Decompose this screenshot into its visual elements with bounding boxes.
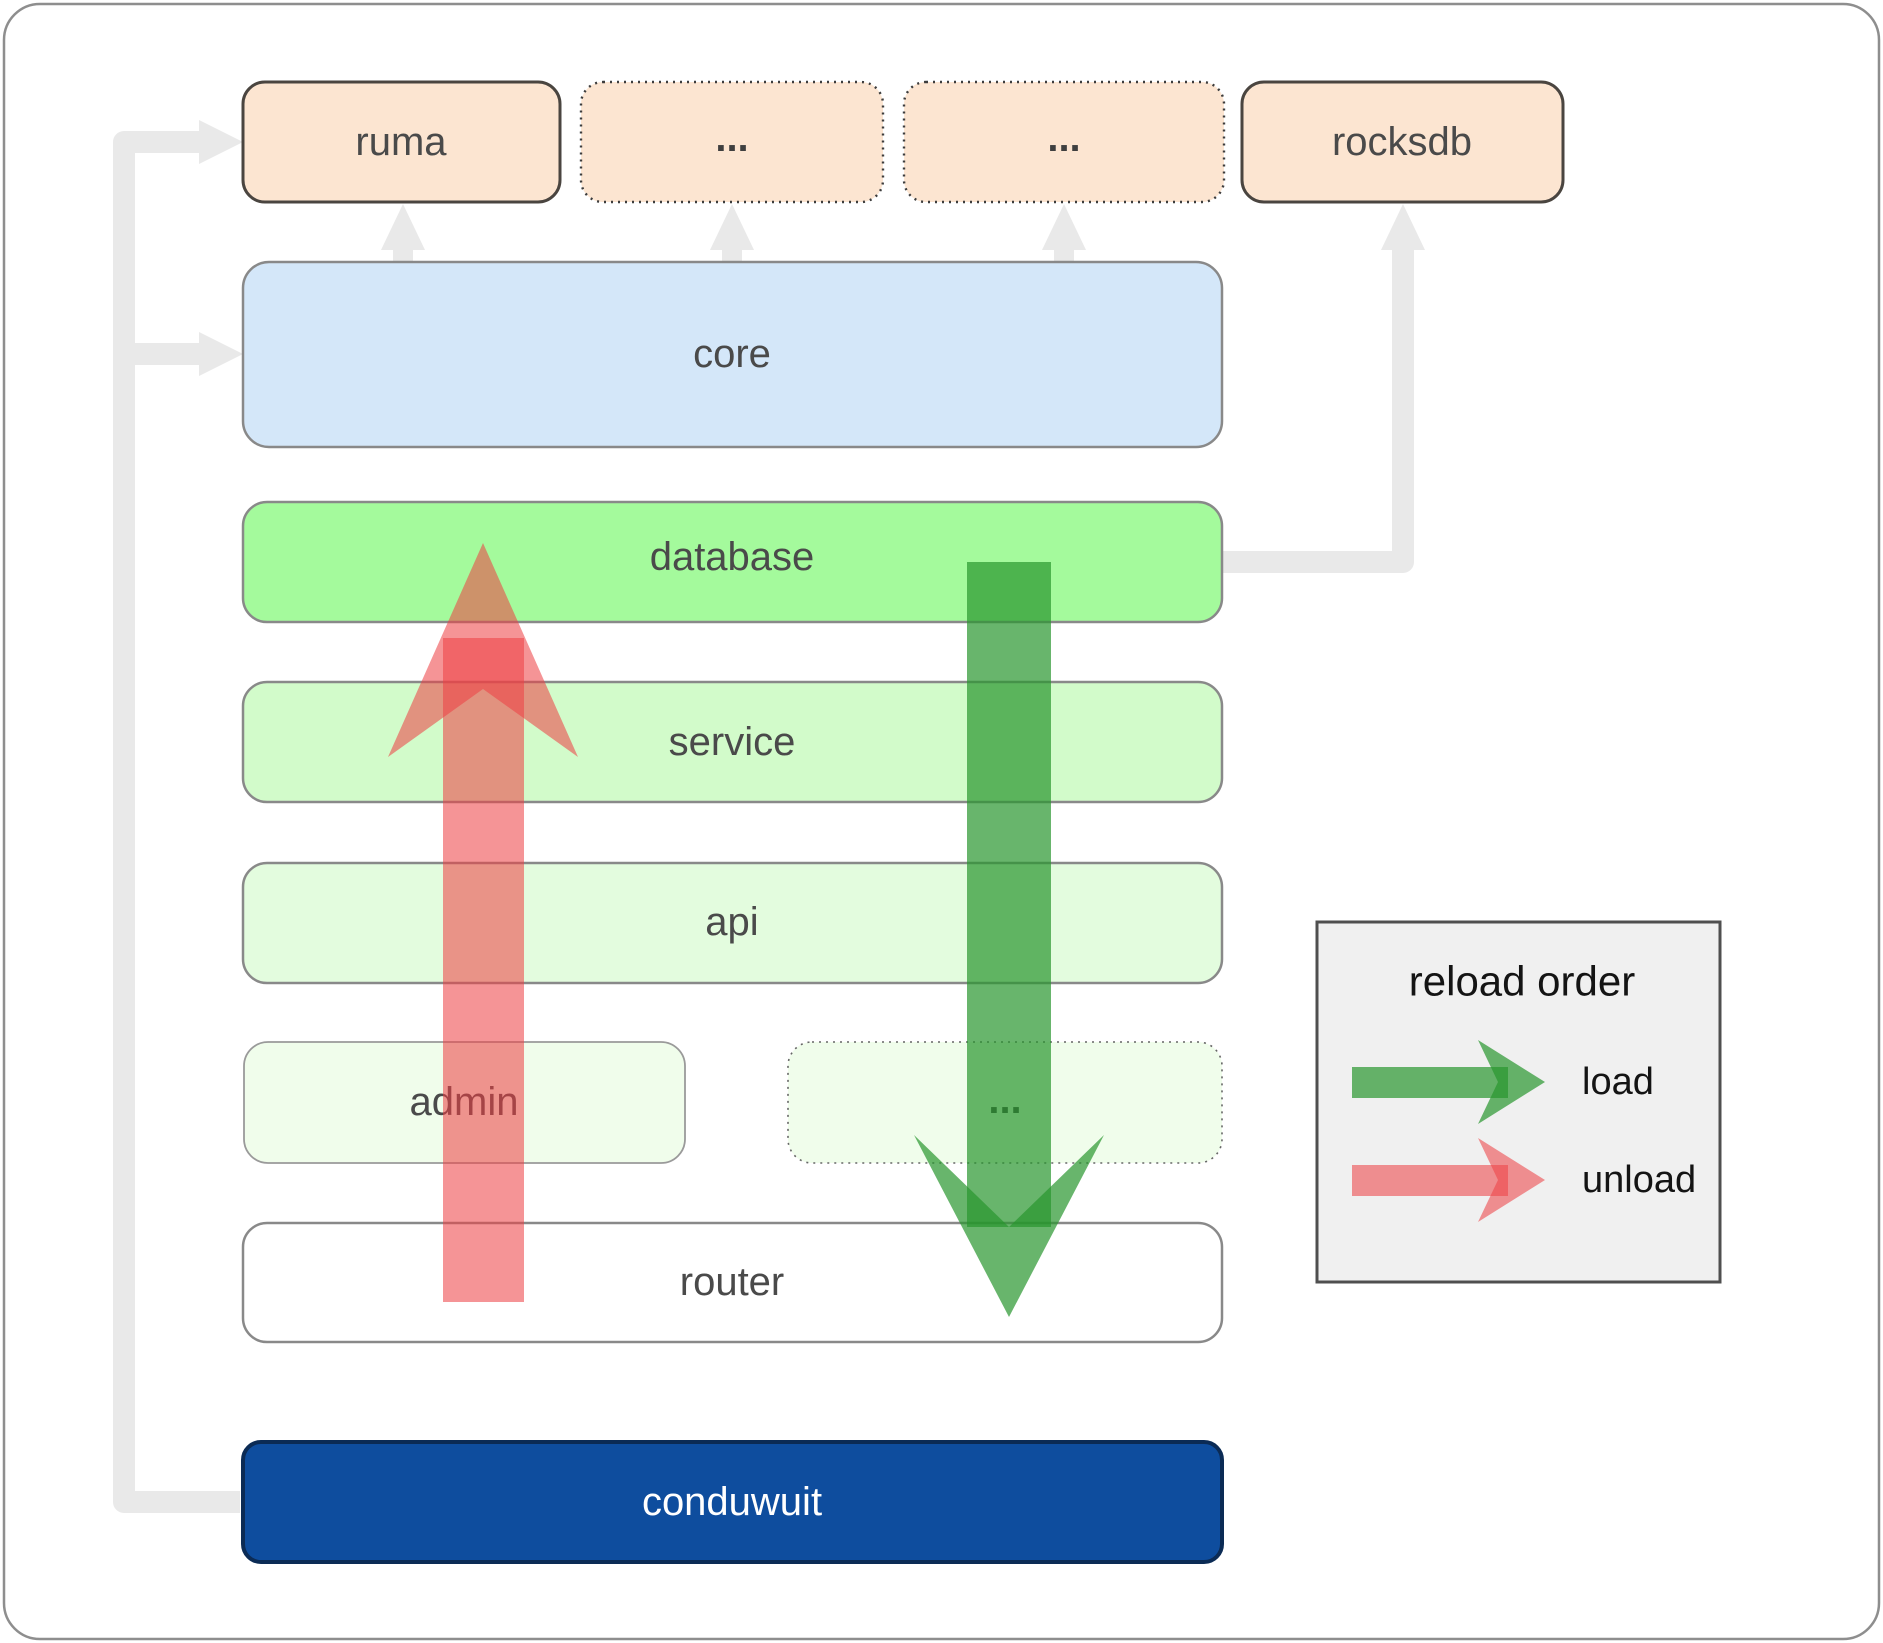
up-arrow-head-icon [710,204,754,250]
node-ruma-box [241,80,562,204]
node-dep-a-label: ... [715,116,748,160]
node-conduwuit-label: conduwuit [642,1480,822,1524]
legend-title: reload order [1409,958,1635,1005]
legend-load-arrow-icon [1352,1040,1545,1124]
arrowhead-into-core-icon [199,332,243,376]
arrowhead-into-ruma-icon [199,120,243,164]
up-arrow-head-icon [1042,204,1086,250]
legend-unload-label: unload [1582,1159,1696,1201]
node-router-label: router [680,1260,785,1304]
node-api-label: api [705,900,758,944]
unload-flow-arrow [388,543,578,1302]
node-rocksdb-box [1240,80,1565,204]
load-flow-arrow [914,562,1104,1317]
core-to-crates-arrows [381,204,1086,262]
legend-load-arrow-head-icon [1478,1040,1545,1124]
conduwuit-to-ruma-connector [113,131,240,1513]
arrowhead-into-rocksdb-icon [1381,204,1425,250]
node-core-label: core [693,332,771,376]
node-service-label: service [669,720,796,764]
legend: reload order load unload [1315,920,1722,1284]
node-dep-b-box [902,80,1226,204]
load-arrow-head-icon [914,1135,1104,1317]
legend-load-arrow-shaft [1352,1067,1508,1098]
legend-unload-arrow-icon [1352,1138,1545,1222]
node-dep-a-box [579,80,885,204]
node-database-label: database [650,535,815,579]
legend-box [1315,920,1722,1284]
legend-unload-arrow-shaft [1352,1165,1508,1196]
node-core-box [241,260,1224,449]
node-conduwuit-box [241,1440,1224,1564]
node-dep-b-label: ... [1047,116,1080,160]
load-arrow-shaft [967,562,1051,1227]
database-to-rocksdb-connector [1222,246,1414,573]
up-arrow-head-icon [381,204,425,250]
node-rocksdb-label: rocksdb [1332,120,1472,164]
unload-arrow-head-icon [388,543,578,757]
legend-unload-arrow-head-icon [1478,1138,1545,1222]
unload-arrow-shaft [443,638,524,1302]
legend-load-label: load [1582,1061,1654,1103]
node-ruma-label: ruma [355,120,447,164]
